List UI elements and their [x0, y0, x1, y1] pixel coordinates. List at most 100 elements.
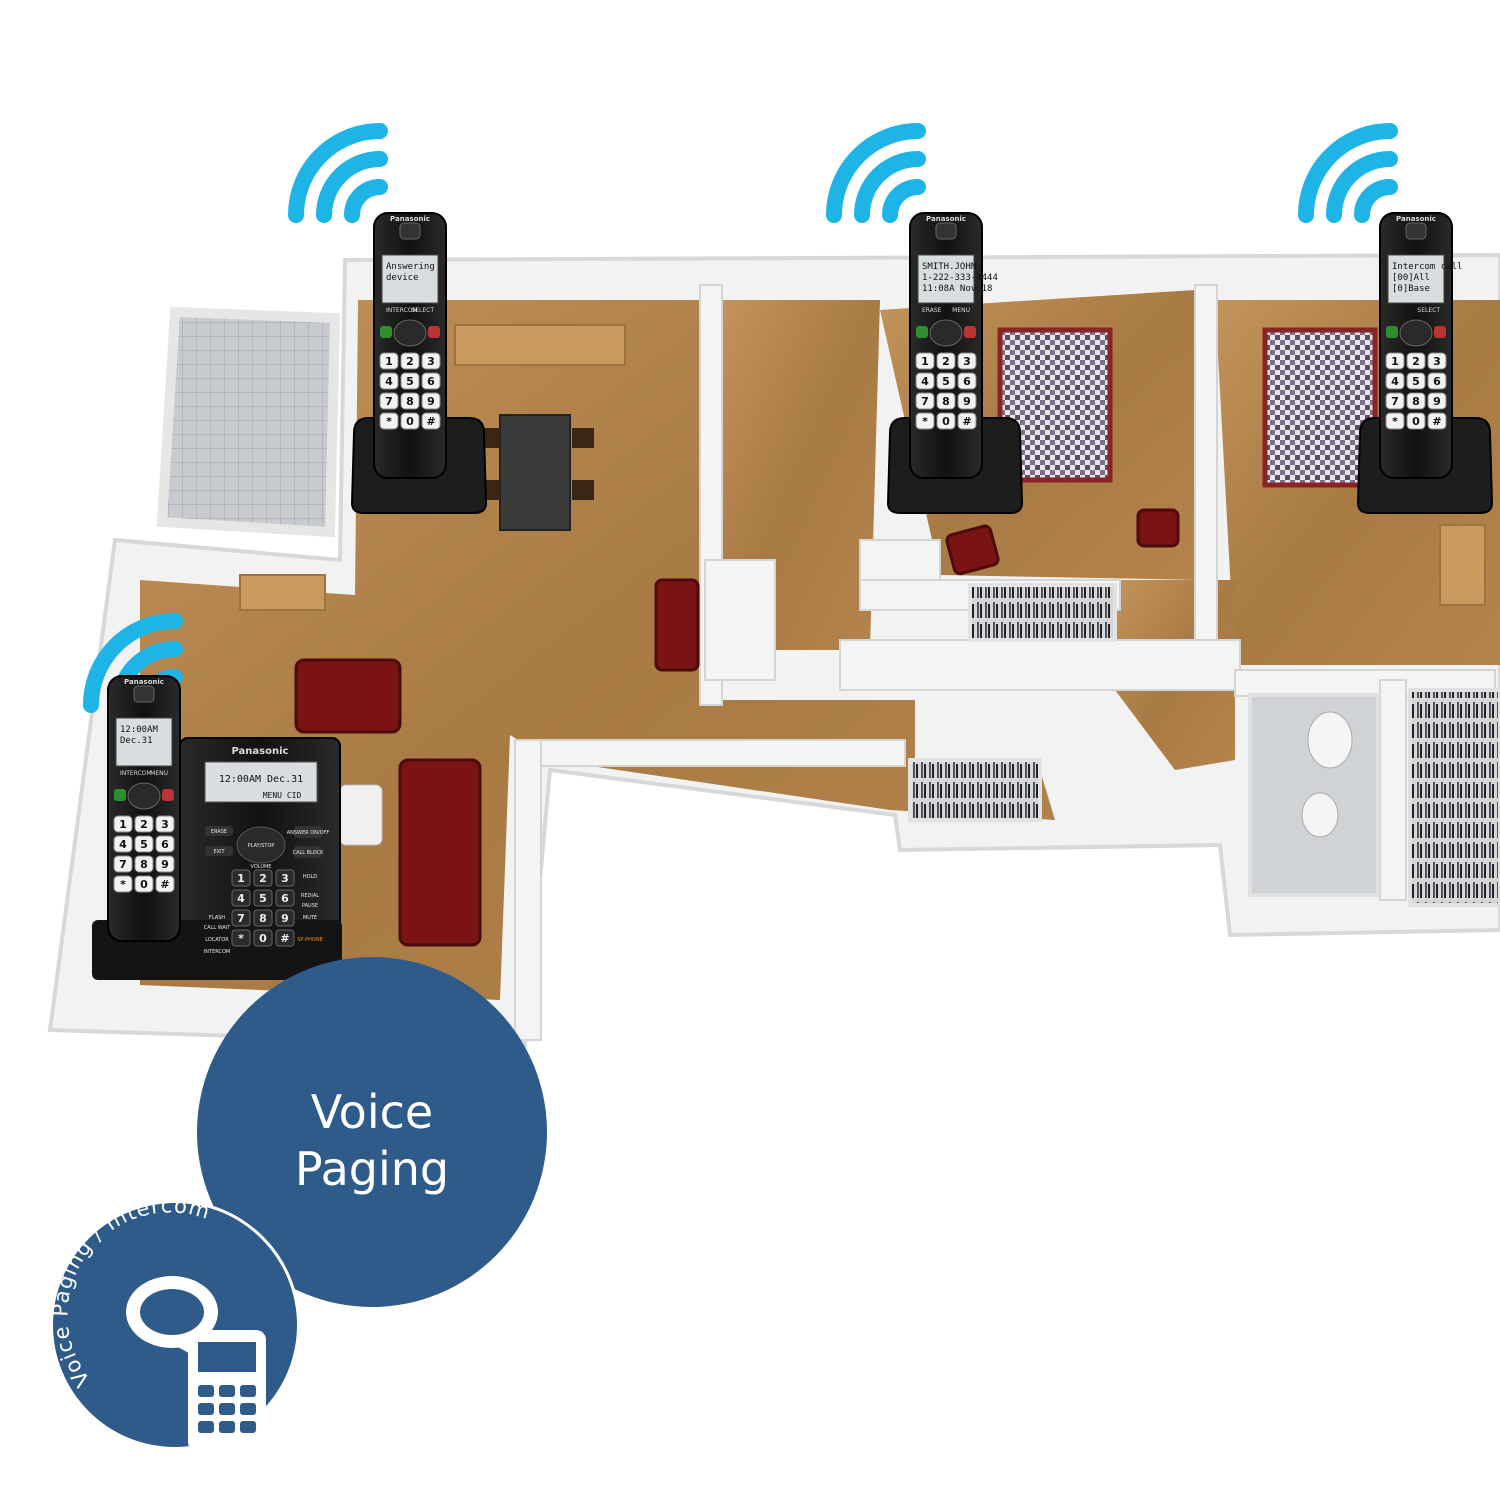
- keypad-key[interactable]: [379, 352, 399, 370]
- keypad-key-label: 4: [385, 375, 393, 388]
- nav-key[interactable]: [1399, 319, 1433, 347]
- keypad-key[interactable]: [1406, 372, 1426, 390]
- wifi-signal-icon: [288, 123, 388, 223]
- keypad-key[interactable]: [1427, 392, 1447, 410]
- keypad-key[interactable]: [1427, 372, 1447, 390]
- keypad-key[interactable]: [915, 352, 935, 370]
- softkey-label[interactable]: INTERCOM: [120, 770, 152, 777]
- keypad-key[interactable]: [1427, 412, 1447, 430]
- keypad-key[interactable]: [134, 875, 154, 893]
- keypad-key[interactable]: [1427, 352, 1447, 370]
- keypad-key[interactable]: [379, 412, 399, 430]
- softkey-label[interactable]: SELECT: [411, 307, 434, 314]
- call-block-button[interactable]: [294, 846, 322, 858]
- off-button[interactable]: [1434, 326, 1446, 338]
- keypad-key[interactable]: [1406, 352, 1426, 370]
- answer-button[interactable]: [294, 826, 322, 838]
- keypad-key[interactable]: [400, 372, 420, 390]
- keypad-key[interactable]: [155, 875, 175, 893]
- keypad-key[interactable]: [1385, 412, 1405, 430]
- handset-2[interactable]: PanasonicSMITH.JOHN1-222-333-444411:08A …: [886, 212, 1024, 514]
- keypad-key[interactable]: [113, 855, 133, 873]
- nav-key[interactable]: [929, 319, 963, 347]
- keypad-key[interactable]: [379, 372, 399, 390]
- keypad-key[interactable]: [1385, 352, 1405, 370]
- keypad-key[interactable]: [915, 412, 935, 430]
- softkey-label[interactable]: INTERCOM: [386, 307, 418, 314]
- keypad-key[interactable]: [957, 372, 977, 390]
- play-stop-button[interactable]: [236, 826, 286, 864]
- keypad-key[interactable]: [936, 412, 956, 430]
- talk-button[interactable]: [380, 326, 392, 338]
- keypad-key[interactable]: [936, 392, 956, 410]
- talk-button[interactable]: [114, 789, 126, 801]
- base-keypad-key[interactable]: [275, 869, 295, 887]
- base-keypad-key[interactable]: [231, 889, 251, 907]
- keypad-key[interactable]: [400, 412, 420, 430]
- keypad-key[interactable]: [155, 835, 175, 853]
- off-button[interactable]: [964, 326, 976, 338]
- keypad-key[interactable]: [915, 372, 935, 390]
- play-stop-label: PLAY/STOP: [248, 843, 275, 849]
- keypad-key[interactable]: [957, 412, 977, 430]
- base-keypad-key[interactable]: [231, 929, 251, 947]
- keypad-key-label: #: [962, 415, 971, 428]
- keypad-key[interactable]: [1385, 372, 1405, 390]
- keypad-key[interactable]: [155, 855, 175, 873]
- off-button[interactable]: [162, 789, 174, 801]
- keypad-key[interactable]: [421, 372, 441, 390]
- keypad-key-label: 7: [385, 395, 393, 408]
- talk-button[interactable]: [916, 326, 928, 338]
- keypad-key[interactable]: [957, 352, 977, 370]
- keypad-key[interactable]: [134, 815, 154, 833]
- keypad-key[interactable]: [379, 392, 399, 410]
- handset-brand: Panasonic: [926, 215, 966, 223]
- pause-label: PAUSE: [302, 903, 318, 909]
- keypad-key-label: 8: [942, 395, 950, 408]
- keypad-key[interactable]: [1406, 392, 1426, 410]
- keypad-key[interactable]: [936, 372, 956, 390]
- keypad-key[interactable]: [400, 352, 420, 370]
- keypad-key[interactable]: [155, 815, 175, 833]
- keypad-key[interactable]: [421, 412, 441, 430]
- keypad-key[interactable]: [113, 835, 133, 853]
- base-keypad-key[interactable]: [253, 889, 273, 907]
- keypad-key[interactable]: [957, 392, 977, 410]
- base-keypad-key[interactable]: [275, 929, 295, 947]
- softkey-label[interactable]: MENU: [150, 770, 168, 777]
- base-keypad-key[interactable]: [231, 909, 251, 927]
- base-keypad-key[interactable]: [253, 929, 273, 947]
- keypad-key[interactable]: [1406, 412, 1426, 430]
- softkey-label[interactable]: SELECT: [1417, 307, 1440, 314]
- keypad-key-label: *: [1392, 415, 1398, 428]
- keypad-key[interactable]: [915, 392, 935, 410]
- keypad-key[interactable]: [134, 835, 154, 853]
- base-keypad-key[interactable]: [275, 889, 295, 907]
- talk-button[interactable]: [1386, 326, 1398, 338]
- off-button[interactable]: [428, 326, 440, 338]
- keypad-key[interactable]: [421, 392, 441, 410]
- base-keypad-key[interactable]: [231, 869, 251, 887]
- softkey-label[interactable]: MENU: [952, 307, 970, 314]
- keypad-key[interactable]: [421, 352, 441, 370]
- keypad-key[interactable]: [113, 875, 133, 893]
- erase-button[interactable]: [205, 826, 233, 836]
- base-keypad-key[interactable]: [253, 869, 273, 887]
- keypad-key[interactable]: [1385, 392, 1405, 410]
- base-brand: Panasonic: [232, 746, 289, 757]
- exit-button[interactable]: [205, 846, 233, 856]
- softkey-label[interactable]: ERASE: [922, 307, 942, 314]
- base-keypad-key-label: 7: [237, 912, 245, 925]
- nav-key[interactable]: [127, 782, 161, 810]
- nav-key[interactable]: [393, 319, 427, 347]
- base-keypad-key[interactable]: [275, 909, 295, 927]
- keypad-key[interactable]: [936, 352, 956, 370]
- base-keypad-key[interactable]: [253, 909, 273, 927]
- keypad-key[interactable]: [113, 815, 133, 833]
- keypad-key[interactable]: [134, 855, 154, 873]
- keypad-key[interactable]: [400, 392, 420, 410]
